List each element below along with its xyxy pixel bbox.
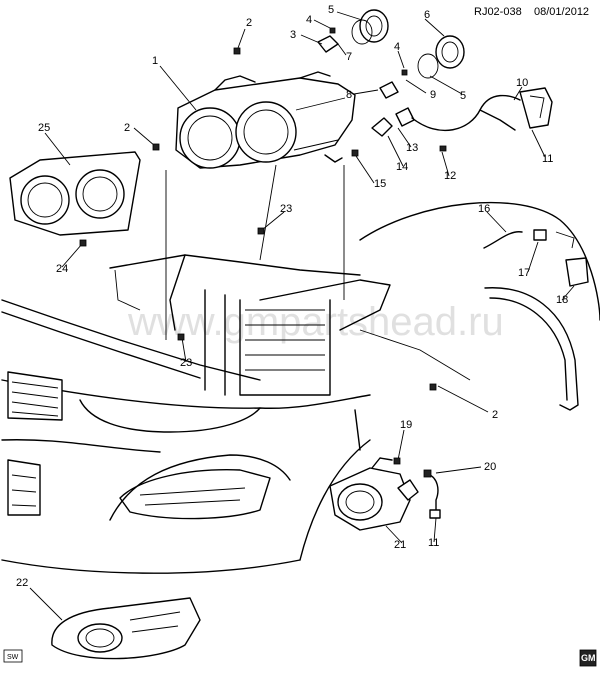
front-structure	[1, 254, 471, 396]
callout-13: 13	[406, 142, 418, 154]
callout-1: 1	[152, 55, 158, 67]
fasteners	[79, 47, 437, 465]
headlamp-bezel	[9, 151, 141, 236]
callout-21: 21	[394, 539, 406, 551]
fog-lamp-bezel	[51, 597, 201, 660]
callout-2: 2	[124, 122, 130, 134]
callout-2: 2	[246, 17, 252, 29]
callout-17: 17	[518, 267, 530, 279]
callout-3: 3	[290, 29, 296, 41]
callout-19: 19	[400, 419, 412, 431]
leader-lines	[29, 11, 575, 621]
front-bumper-fascia	[1, 371, 371, 574]
callout-18: 18	[556, 294, 568, 306]
diagram-id: RJ02-038	[474, 6, 522, 18]
callout-labels: 1 2 2 2 3 4 4 5 5 6 7 8 9 10 11 11 12 13…	[16, 4, 568, 589]
watermark: www.gmpartshead.ru	[127, 300, 504, 344]
callout-16: 16	[478, 203, 490, 215]
fender	[359, 201, 600, 411]
callout-20: 20	[484, 461, 496, 473]
callout-25: 25	[38, 122, 50, 134]
fog-lamp-assembly	[329, 457, 441, 531]
gm-logo-text: GM	[581, 653, 596, 663]
callout-5: 5	[328, 4, 334, 16]
callout-8: 8	[346, 89, 352, 101]
callout-11: 11	[542, 153, 553, 165]
diagram-date: 08/01/2012	[534, 6, 589, 18]
callout-4: 4	[306, 14, 312, 26]
callout-22: 22	[16, 577, 28, 589]
callout-10: 10	[516, 77, 528, 89]
misc-parts-right	[483, 229, 589, 287]
callout-4: 4	[394, 41, 400, 53]
callout-9: 9	[430, 89, 436, 101]
callout-6: 6	[424, 9, 430, 21]
callout-5: 5	[460, 90, 466, 102]
sw-badge-text: SW	[7, 654, 19, 661]
callout-23: 23	[280, 203, 292, 215]
sw-badge: SW	[3, 649, 23, 663]
callout-12: 12	[444, 170, 456, 182]
callout-2: 2	[492, 409, 498, 421]
callout-11: 11	[428, 537, 439, 549]
callout-14: 14	[396, 161, 408, 173]
callout-15: 15	[374, 178, 386, 190]
bulb-sockets-group	[317, 9, 553, 152]
headlamp-assembly	[175, 71, 356, 169]
gm-logo: GM	[579, 649, 597, 667]
callout-7: 7	[346, 51, 352, 63]
callout-23: 23	[180, 357, 192, 369]
callout-24: 24	[56, 263, 68, 275]
